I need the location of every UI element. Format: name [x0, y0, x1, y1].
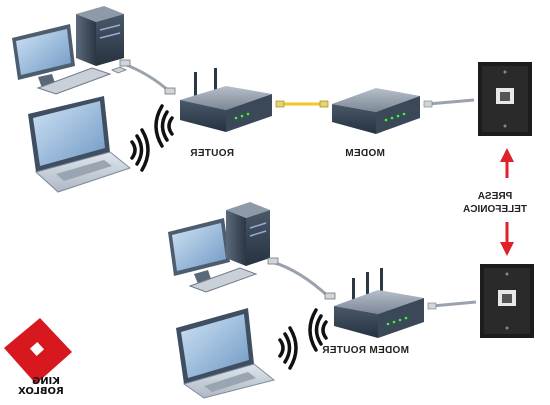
presa-line1: PRESA: [477, 191, 513, 202]
router-top-icon: [180, 68, 272, 132]
red-arrow-up-icon: [500, 148, 514, 178]
phone-jack-top-icon: [478, 62, 532, 136]
king-roblox-logo: [4, 318, 72, 384]
modem-router-bottom-icon: [334, 268, 424, 338]
keyboard-top-icon: [36, 66, 127, 95]
phone-cable-top-icon: [423, 98, 475, 108]
ethernet-cable-bottom-icon: [267, 257, 336, 300]
keyboard-bottom-icon: [188, 267, 258, 293]
modem-top-label: MODEM: [345, 148, 385, 159]
ethernet-cable-top-icon: [119, 59, 176, 95]
phone-cable-bottom-icon: [427, 300, 477, 310]
router-top-label: ROUTER: [190, 148, 235, 159]
presa-telefonica-label: PRESA TELEFONICA: [455, 190, 535, 216]
wifi-signal-modem-router-icon: [308, 308, 328, 352]
modem-router-bottom-label: MODEM ROUTER: [322, 345, 409, 356]
wifi-signal-router-top-icon: [154, 104, 174, 148]
modem-top-icon: [332, 88, 420, 134]
desktop-monitor-top-icon: [12, 24, 75, 88]
pc-tower-bottom-icon: [226, 202, 270, 266]
logo-line2: ROBLOX: [18, 386, 64, 397]
presa-line2: TELEFONICA: [463, 204, 527, 215]
red-arrow-down-icon: [500, 222, 514, 256]
laptop-bottom-icon: [176, 308, 276, 399]
wifi-signal-top-icon: [130, 128, 150, 172]
wifi-signal-bottom-icon: [278, 326, 298, 370]
phone-jack-bottom-icon: [480, 264, 534, 338]
yellow-cable-top-icon: [275, 100, 329, 108]
laptop-top-icon: [28, 96, 132, 193]
desktop-monitor-bottom-icon: [168, 218, 230, 284]
pc-tower-top-icon: [76, 6, 124, 66]
